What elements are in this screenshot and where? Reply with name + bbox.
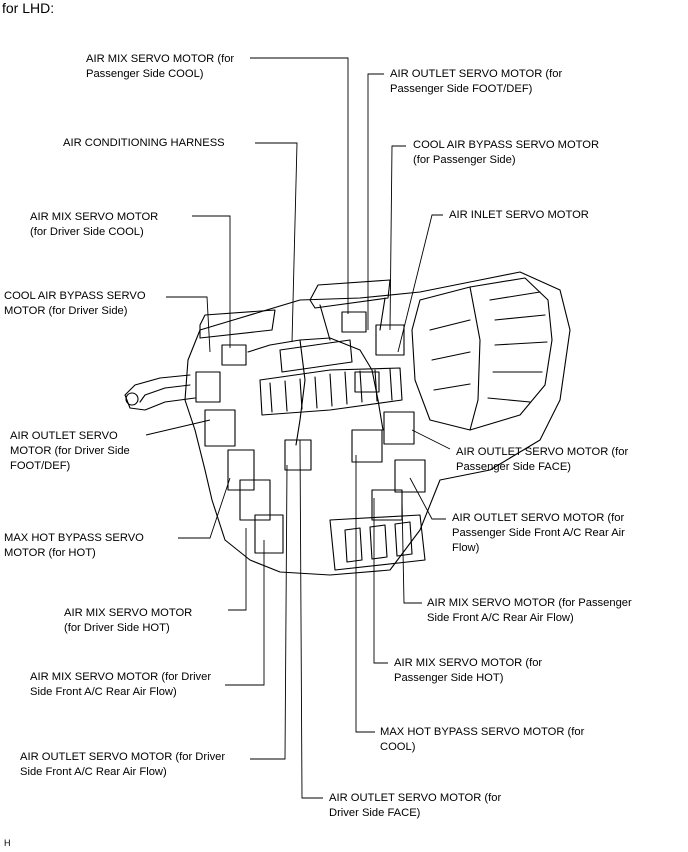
- front-vents: [329, 514, 426, 571]
- blower-section: [411, 277, 553, 431]
- label-air-mix-driver-cool: AIR MIX SERVO MOTOR(for Driver Side COOL…: [30, 211, 159, 238]
- leader-lines: [145, 57, 451, 799]
- figure-code: H: [4, 838, 11, 848]
- top-duct-left: [199, 309, 276, 339]
- refrigerant-pipe: [124, 374, 196, 411]
- servo-motor-shape: [221, 344, 247, 366]
- harness-wire: [247, 337, 384, 446]
- hvac-housing: [184, 271, 571, 576]
- label-cool-air-bypass-passenger: COOL AIR BYPASS SERVO MOTOR(for Passenge…: [413, 139, 600, 166]
- label-air-conditioning-harness: AIR CONDITIONING HARNESS: [63, 137, 225, 149]
- top-duct-center: [309, 279, 391, 309]
- diagram-header: for LHD:: [2, 0, 55, 16]
- label-air-mix-driver-hot: AIR MIX SERVO MOTOR(for Driver Side HOT): [64, 607, 193, 634]
- label-air-inlet-servo: AIR INLET SERVO MOTOR: [449, 209, 589, 221]
